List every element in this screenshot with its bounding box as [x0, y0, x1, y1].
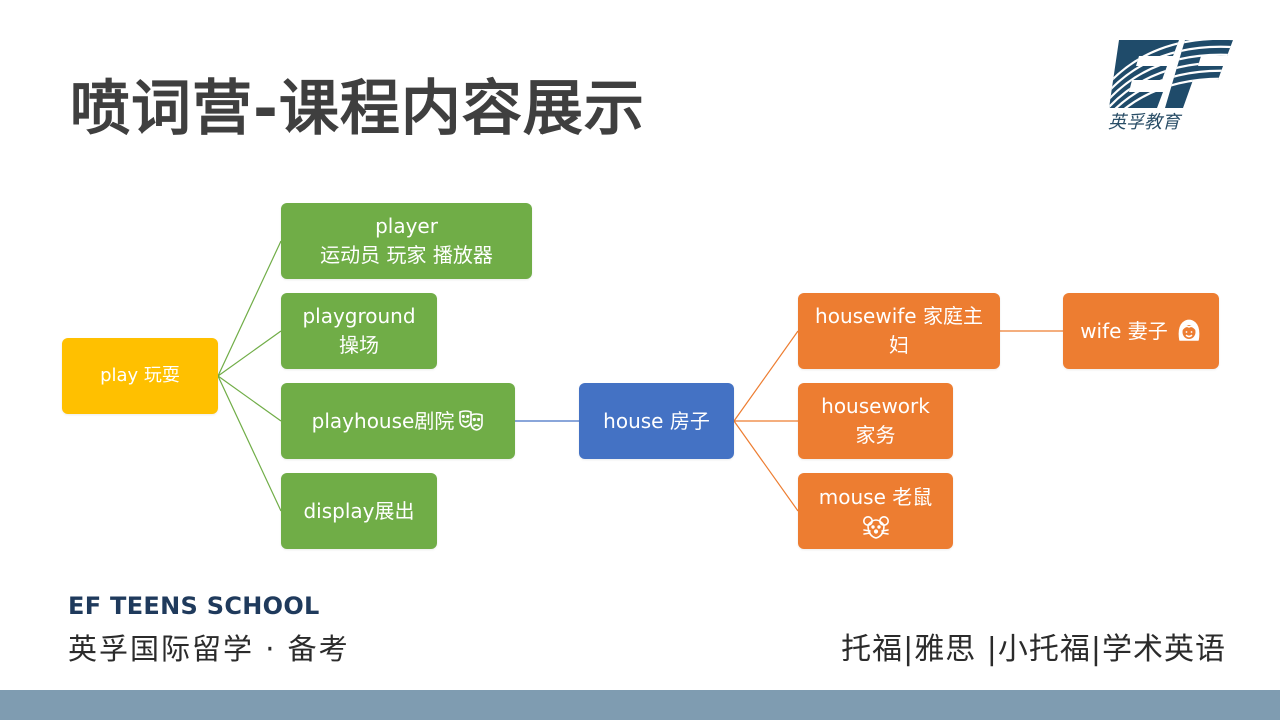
footer-programs: 托福|雅思 |小托福|学术英语: [841, 632, 1226, 667]
node-house-label: house 房子: [603, 408, 710, 433]
logo-subtitle: 英孚教育: [1108, 112, 1180, 133]
page-title: 喷词营-课程内容展示: [70, 74, 645, 144]
node-display: display展出: [281, 473, 437, 549]
node-playhouse: playhouse剧院: [281, 383, 515, 459]
ef-logo: [1109, 40, 1233, 108]
connector-house-mouse: [733, 420, 799, 512]
node-housework-line2: 家务: [855, 423, 896, 447]
footer-bar: [0, 690, 1280, 720]
node-playground: playground 操场: [281, 293, 437, 369]
woman-face-icon: [1178, 319, 1200, 341]
node-housewife-line2: 妇: [889, 333, 909, 357]
node-house: house 房子: [579, 383, 734, 459]
node-wife-label: wife 妻子: [1080, 318, 1168, 343]
node-housework-line1: housework: [821, 394, 930, 418]
node-housewife-line1: housewife 家庭主: [815, 304, 983, 328]
node-playhouse-label: playhouse剧院: [311, 408, 455, 433]
node-mouse-label: mouse 老鼠: [818, 484, 933, 509]
node-housewife: housewife 家庭主 妇: [798, 293, 1000, 369]
footer-school-name: EF TEENS SCHOOL: [68, 592, 320, 620]
node-player-line2: 运动员 玩家 播放器: [320, 243, 493, 267]
connector-play-display: [217, 375, 282, 512]
connector-play-playhouse: [217, 375, 282, 422]
node-wife: wife 妻子: [1063, 293, 1219, 369]
footer-school-subtitle: 英孚国际留学 · 备考: [68, 632, 350, 666]
node-display-label: display展出: [303, 498, 415, 523]
node-play-label: play 玩耍: [100, 364, 180, 386]
theater-masks-icon: [459, 410, 484, 431]
node-player: player 运动员 玩家 播放器: [281, 203, 532, 279]
node-playground-line1: playground: [302, 304, 416, 328]
node-play: play 玩耍: [62, 338, 218, 414]
connector-play-player: [217, 240, 282, 377]
connector-house-housewife: [733, 330, 799, 422]
node-playground-line2: 操场: [339, 333, 379, 357]
connector-play-playground: [217, 330, 282, 377]
node-player-line1: player: [375, 214, 438, 238]
node-housework: housework 家务: [798, 383, 953, 459]
mouse-face-icon: [862, 515, 889, 539]
node-mouse: mouse 老鼠: [798, 473, 953, 549]
